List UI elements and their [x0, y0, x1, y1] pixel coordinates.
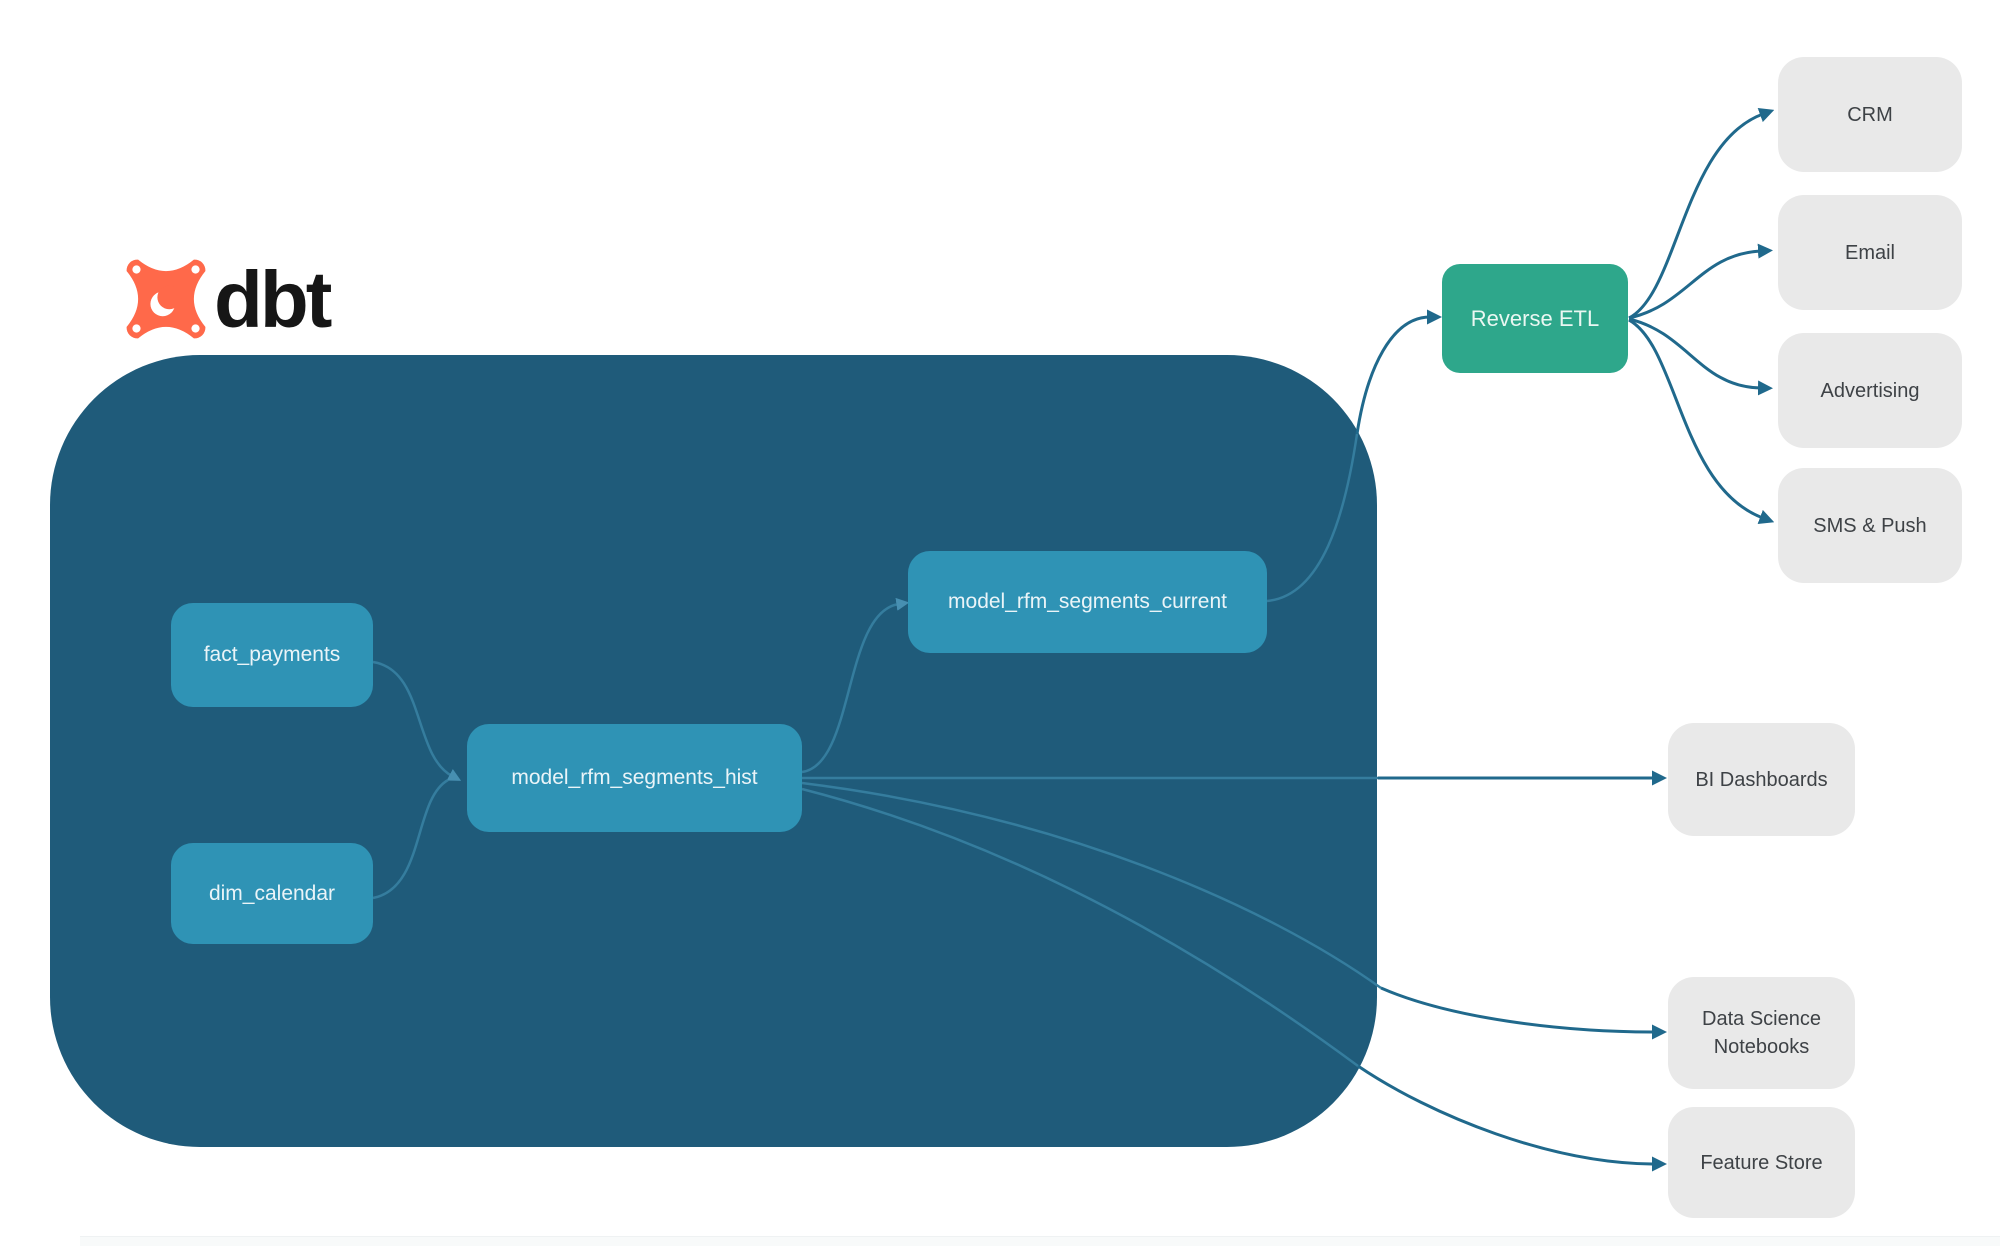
node-label: Email [1844, 241, 1895, 264]
node-crm: CRM [1778, 57, 1962, 172]
dbt-logo-text: dbt [214, 255, 332, 344]
dbt-logo: dbt [124, 255, 332, 344]
edge-current-to-reverse-etl [1355, 309, 1442, 435]
edge-reverse-etl-to-advertising [1628, 317, 1773, 396]
node-label: model_rfm_segments_current [948, 590, 1227, 613]
node-model-rfm-segments-hist: model_rfm_segments_hist [467, 724, 802, 832]
edge-reverse-etl-to-crm [1628, 107, 1775, 320]
node-label: model_rfm_segments_hist [511, 766, 758, 789]
node-model-rfm-segments-current: model_rfm_segments_current [908, 551, 1267, 653]
node-label: Advertising [1820, 379, 1920, 402]
edge-hist-to-data-science-notebooks [1380, 986, 1667, 1040]
node-label: fact_payments [203, 643, 341, 666]
node-advertising: Advertising [1778, 333, 1962, 448]
footer-edge [80, 1236, 2000, 1246]
node-feature-store: Feature Store [1668, 1107, 1855, 1218]
node-label: BI Dashboards [1695, 768, 1828, 791]
node-label: Reverse ETL [1470, 305, 1600, 331]
node-label: dim_calendar [208, 881, 336, 905]
node-label: CRM [1847, 103, 1893, 126]
edge-reverse-etl-to-email [1628, 243, 1773, 320]
node-dim-calendar: dim_calendar [171, 843, 373, 944]
edge-hist-to-feature-store [1357, 1064, 1667, 1172]
dbt-logo-icon [126, 259, 206, 339]
node-email: Email [1778, 195, 1962, 310]
edge-reverse-etl-to-sms-push [1628, 318, 1775, 524]
node-fact-payments: fact_payments [171, 603, 373, 707]
node-data-science-notebooks: Data Science Notebooks [1668, 977, 1855, 1089]
node-reverse-etl: Reverse ETL [1442, 264, 1628, 373]
node-label: Data Science Notebooks [1702, 1008, 1821, 1058]
node-label: SMS & Push [1813, 514, 1927, 537]
node-sms-push: SMS & Push [1778, 468, 1962, 583]
node-bi-dashboards: BI Dashboards [1668, 723, 1855, 836]
node-label: Feature Store [1700, 1151, 1823, 1174]
